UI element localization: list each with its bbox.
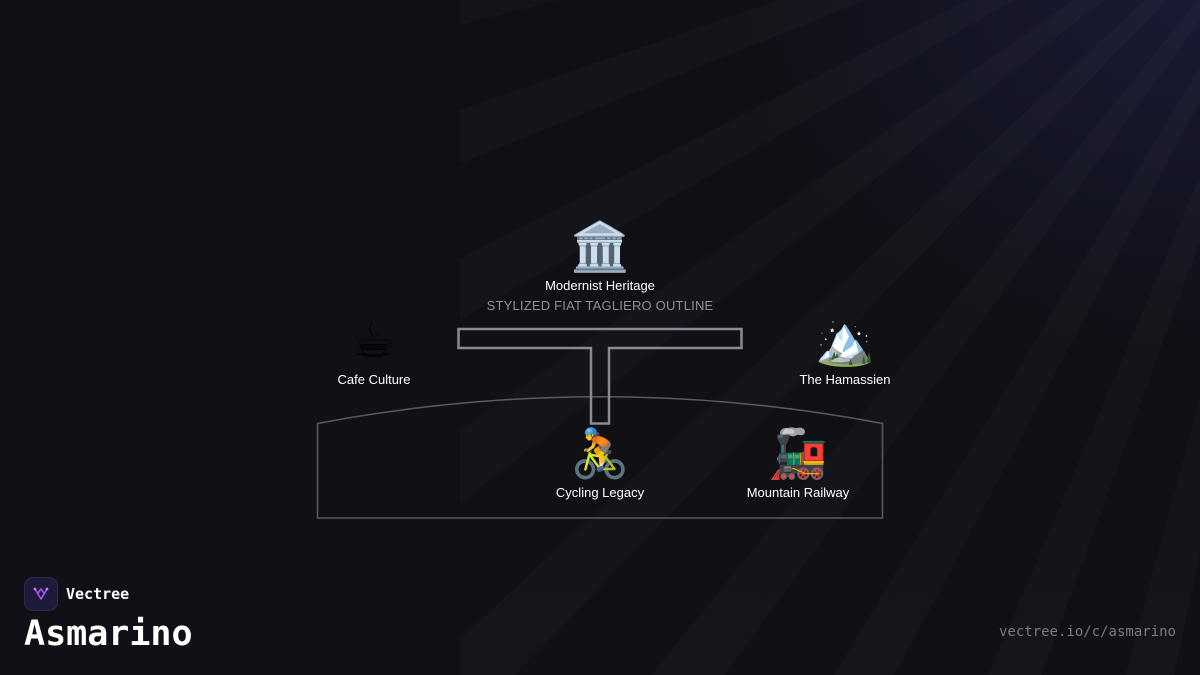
node-modernist-heritage: 🏛️ Modernist Heritage [500, 220, 700, 294]
node-label: The Hamassien [799, 372, 891, 387]
node-cycling-legacy: 🚴 Cycling Legacy [500, 427, 700, 501]
node-cafe-culture: ☕ Cafe Culture [274, 314, 474, 388]
diagram-caption: STYLIZED FIAT TAGLIERO OUTLINE [486, 298, 714, 313]
page-title: Asmarino [24, 614, 193, 654]
outline-t-shape [457, 327, 743, 425]
node-label: Modernist Heritage [545, 278, 655, 293]
snow-capped-mountain-icon: 🏔️ [815, 315, 875, 368]
vectree-logo-icon [24, 577, 58, 611]
classical-building-icon: 🏛️ [570, 221, 630, 274]
node-mountain-railway: 🚂 Mountain Railway [698, 427, 898, 501]
outline-base-shell [316, 396, 884, 519]
locomotive-icon: 🚂 [768, 428, 828, 481]
hot-beverage-icon: ☕ [352, 315, 396, 368]
node-label: Mountain Railway [746, 485, 850, 500]
page-url[interactable]: vectree.io/c/asmarino [998, 624, 1176, 640]
person-biking-icon: 🚴 [570, 428, 630, 481]
node-the-hamassien: 🏔️ The Hamassien [745, 314, 945, 388]
brand-name: Vectree [66, 585, 130, 603]
node-label: Cafe Culture [337, 372, 411, 387]
brand[interactable]: Vectree [24, 577, 129, 611]
node-label: Cycling Legacy [555, 485, 645, 500]
